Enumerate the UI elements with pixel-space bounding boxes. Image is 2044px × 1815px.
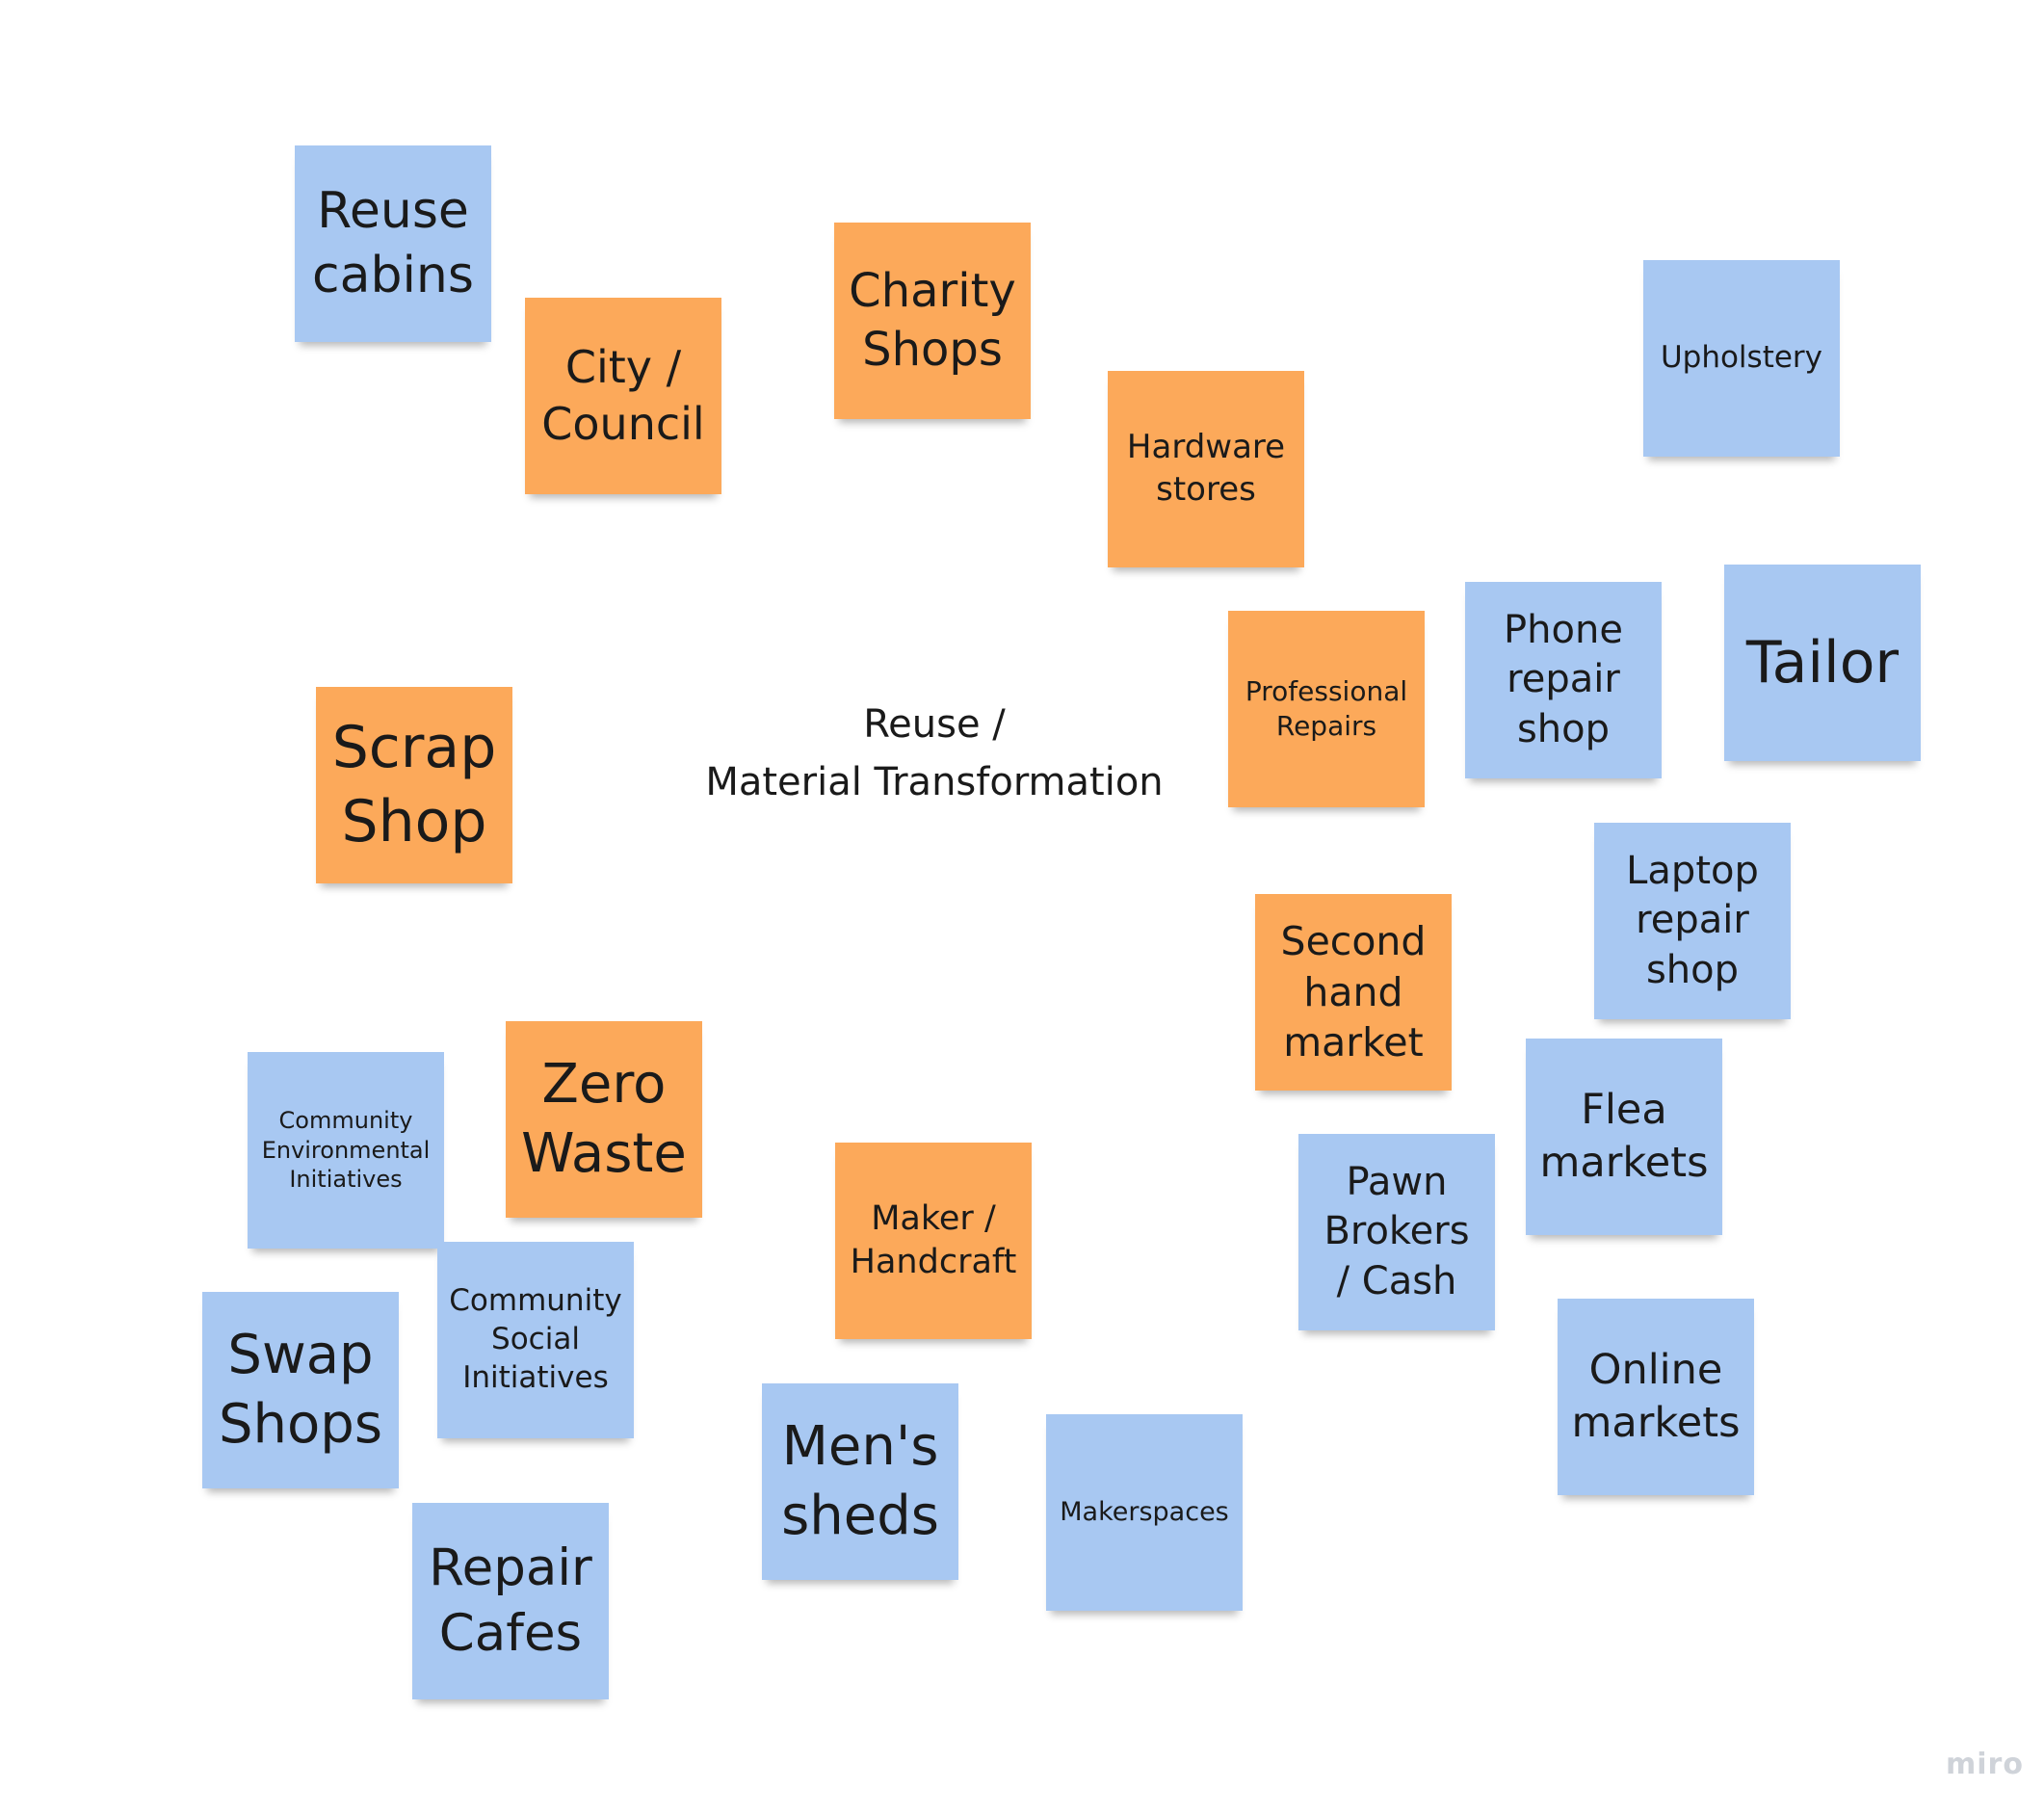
sticky-note-professional-repairs[interactable]: Professional Repairs	[1228, 611, 1425, 807]
sticky-note-phone-repair-shop[interactable]: Phone repair shop	[1465, 582, 1662, 778]
sticky-note-swap-shops[interactable]: Swap Shops	[202, 1292, 399, 1488]
sticky-note-upholstery[interactable]: Upholstery	[1643, 260, 1840, 457]
board-title-text[interactable]: Reuse / Material Transformation	[705, 702, 1164, 804]
sticky-note-community-social-initiatives[interactable]: Community Social Initiatives	[437, 1242, 634, 1438]
sticky-note-second-hand-market[interactable]: Second hand market	[1255, 894, 1452, 1091]
sticky-note-makerspaces[interactable]: Makerspaces	[1046, 1414, 1243, 1611]
sticky-note-mens-sheds[interactable]: Men's sheds	[762, 1383, 958, 1580]
sticky-note-scrap-shop[interactable]: Scrap Shop	[316, 687, 512, 883]
sticky-note-city-council[interactable]: City / Council	[525, 298, 721, 494]
sticky-note-community-environmental-initiatives[interactable]: Community Environmental Initiatives	[248, 1052, 444, 1249]
sticky-note-repair-cafes[interactable]: Repair Cafes	[412, 1503, 609, 1699]
sticky-note-pawn-brokers-cash[interactable]: Pawn Brokers / Cash	[1298, 1134, 1495, 1330]
sticky-note-laptop-repair-shop[interactable]: Laptop repair shop	[1594, 823, 1791, 1019]
sticky-note-reuse-cabins[interactable]: Reuse cabins	[295, 145, 491, 342]
sticky-note-charity-shops[interactable]: Charity Shops	[834, 223, 1031, 419]
sticky-note-hardware-stores[interactable]: Hardware stores	[1108, 371, 1304, 567]
sticky-note-tailor[interactable]: Tailor	[1724, 565, 1921, 761]
sticky-note-flea-markets[interactable]: Flea markets	[1526, 1039, 1722, 1235]
sticky-note-online-markets[interactable]: Online markets	[1558, 1299, 1754, 1495]
miro-logo: miro	[1946, 1748, 2024, 1781]
sticky-note-zero-waste[interactable]: Zero Waste	[506, 1021, 702, 1218]
sticky-note-maker-handcraft[interactable]: Maker / Handcraft	[835, 1143, 1032, 1339]
